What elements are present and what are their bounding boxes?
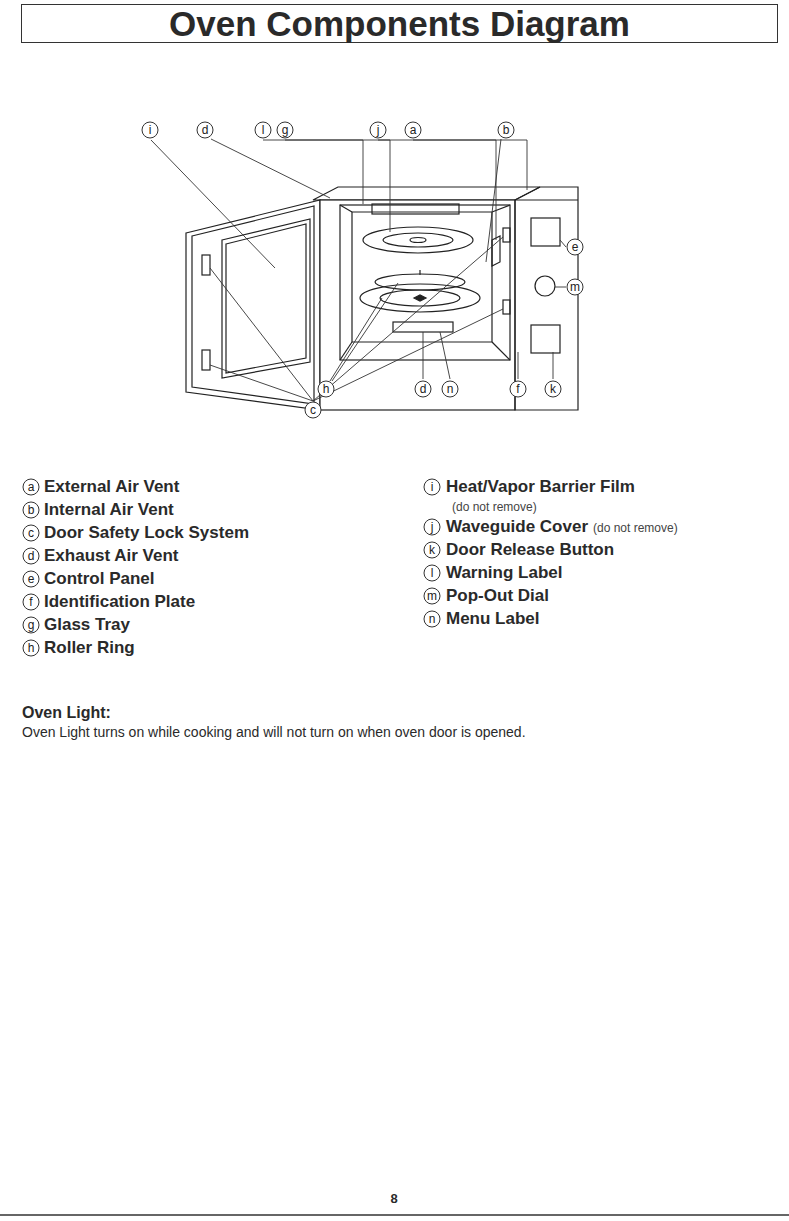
part-name: Waveguide Cover bbox=[446, 517, 588, 537]
callout-letter: g bbox=[23, 617, 40, 634]
callout-letter: c bbox=[305, 402, 322, 419]
callout-letter: n bbox=[424, 611, 441, 628]
part-name: Warning Label bbox=[446, 563, 563, 583]
part-name: External Air Vent bbox=[44, 477, 179, 497]
callout-letter: j bbox=[424, 519, 441, 536]
part-name: (do not remove) bbox=[452, 500, 537, 514]
callout-letter: b bbox=[498, 122, 515, 139]
part-name: (do not remove) bbox=[593, 521, 678, 535]
callout-letter: a bbox=[405, 122, 422, 139]
callout-letter: i bbox=[142, 122, 159, 139]
callout-letter: m bbox=[567, 279, 584, 296]
callout-letter: j bbox=[370, 122, 387, 139]
callout-letter: h bbox=[23, 640, 40, 657]
part-name: Glass Tray bbox=[44, 615, 130, 635]
callout-letter: e bbox=[23, 571, 40, 588]
callout-letter: m bbox=[424, 588, 441, 605]
callout-letter: e bbox=[567, 239, 584, 256]
callout-letter: k bbox=[545, 381, 562, 398]
part-name: Identification Plate bbox=[44, 592, 195, 612]
page-number: 8 bbox=[390, 1191, 397, 1206]
callout-letter: i bbox=[424, 479, 441, 496]
callout-letter: h bbox=[318, 381, 335, 398]
callout-letter: l bbox=[424, 565, 441, 582]
callout-letter: a bbox=[23, 479, 40, 496]
callout-letter: f bbox=[23, 594, 40, 611]
part-name: Menu Label bbox=[446, 609, 540, 629]
callout-letter: f bbox=[510, 381, 527, 398]
part-name: Door Safety Lock System bbox=[44, 523, 249, 543]
callout-letter: d bbox=[23, 548, 40, 565]
part-name: Exhaust Air Vent bbox=[44, 546, 178, 566]
part-name: Heat/Vapor Barrier Film bbox=[446, 477, 635, 497]
callout-letter: g bbox=[277, 122, 294, 139]
part-name: Oven Light: bbox=[22, 704, 111, 722]
callout-letter: d bbox=[415, 381, 432, 398]
callout-letter: n bbox=[442, 381, 459, 398]
part-name: Roller Ring bbox=[44, 638, 135, 658]
part-name: Internal Air Vent bbox=[44, 500, 174, 520]
callout-letter: c bbox=[23, 525, 40, 542]
callout-letter: k bbox=[424, 542, 441, 559]
callout-letter: d bbox=[197, 122, 214, 139]
page-title: Oven Components Diagram bbox=[21, 4, 778, 43]
callout-letter: b bbox=[23, 502, 40, 519]
callout-letter: l bbox=[255, 122, 272, 139]
part-name: Pop-Out Dial bbox=[446, 586, 549, 606]
part-name: Door Release Button bbox=[446, 540, 614, 560]
part-name: Oven Light turns on while cooking and wi… bbox=[22, 724, 526, 740]
part-name: Control Panel bbox=[44, 569, 155, 589]
